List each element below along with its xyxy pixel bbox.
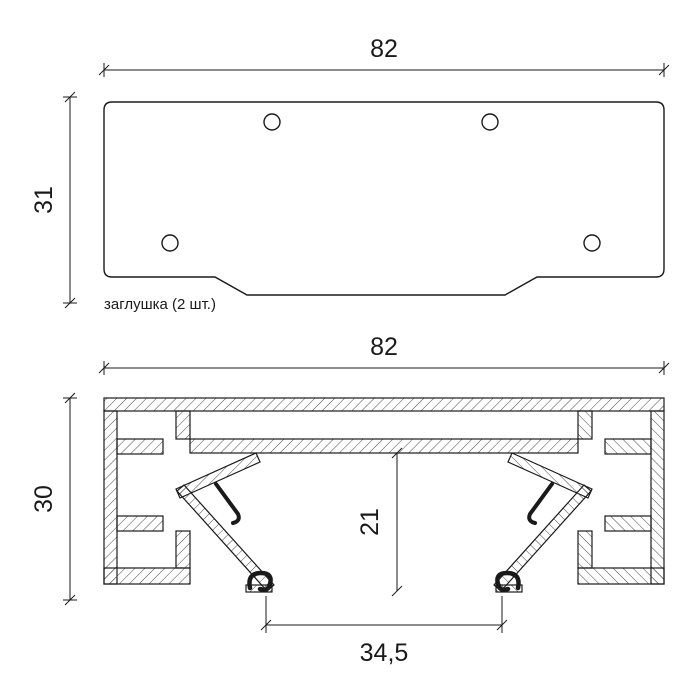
hole-top-left (263, 113, 281, 131)
section-width-dimension: 82 (98, 333, 670, 375)
profile-right-half (493, 410, 665, 593)
clip-curl (247, 570, 273, 593)
top-view-width-dim-label: 82 (370, 35, 398, 63)
hole-top-right (481, 113, 499, 131)
end-cap-plate-outline (103, 101, 665, 296)
top-view-height-dim-label: 31 (30, 186, 58, 214)
upper-diagonal-wall (175, 452, 261, 499)
hole-bottom-left (161, 234, 179, 252)
spring-hook (214, 482, 241, 525)
end-cap-caption-label: заглушка (2 шт.) (104, 296, 216, 313)
profile-mid-wall (189, 438, 579, 454)
profile-section (103, 397, 665, 593)
section-height-dimension: 30 (30, 392, 77, 606)
inner-depth-dim-label: 21 (356, 508, 384, 536)
section-height-dim-label: 30 (30, 485, 58, 513)
section-width-dim-label: 82 (370, 333, 398, 361)
top-view: 82 31 заглушка (2 шт.) (30, 35, 670, 313)
hole-bottom-right (583, 234, 601, 252)
section-view: 82 30 (30, 333, 670, 667)
inner-depth-dimension: 21 (356, 447, 403, 597)
top-view-height-dimension: 31 (30, 91, 77, 309)
opening-width-dim-label: 34,5 (360, 639, 409, 667)
profile-top-wall (103, 397, 665, 412)
top-view-width-dimension: 82 (98, 35, 670, 77)
profile-left-half (103, 410, 275, 593)
opening-width-dimension: 34,5 (260, 596, 508, 667)
